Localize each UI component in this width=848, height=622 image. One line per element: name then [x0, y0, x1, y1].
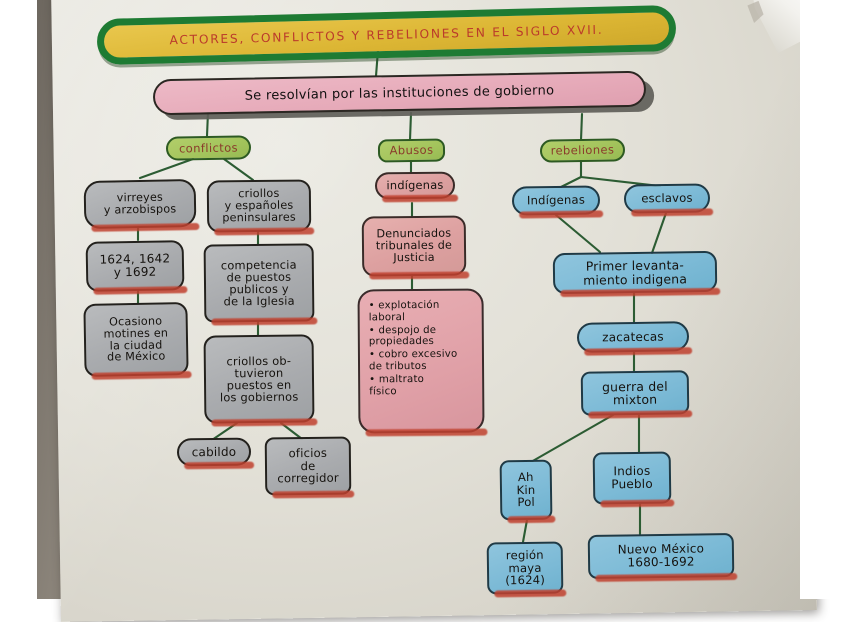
page-title: ACTORES, CONFLICTOS Y REBELIONES EN EL S… — [169, 22, 604, 48]
bullet-item: • cobro excesivo de tributos — [368, 349, 458, 373]
node-oficios-corregidor: oficios de corregidor — [264, 436, 352, 496]
node-denunciados: Denunciados tribunales de Justicia — [361, 215, 467, 277]
node-abusos-lista: • explotación laboral • despojo de propi… — [357, 288, 485, 434]
node-region-maya: región maya (1624) — [486, 541, 564, 595]
subtitle-bar: Se resolvían por las instituciones de go… — [152, 70, 655, 121]
node-zacatecas: zacatecas — [576, 321, 690, 353]
subtitle-text: Se resolvían por las instituciones de go… — [244, 82, 555, 104]
node-indigenas-abusos: indígenas — [374, 171, 456, 200]
node-nuevo-mexico: Nuevo México 1680-1692 — [587, 532, 735, 580]
category-rebeliones: rebeliones — [539, 138, 626, 163]
node-cabildo: cabildo — [176, 437, 252, 467]
node-criollos-espanoles: criollos y españoles peninsulares — [206, 179, 312, 233]
abusos-bullet-list: • explotación laboral • despojo de propi… — [360, 291, 483, 432]
node-guerra-mixton: guerra del mixton — [580, 370, 690, 416]
node-ah-kin-pol: Ah Kin Pol — [499, 459, 553, 521]
concept-map-canvas: ACTORES, CONFLICTOS Y REBELIONES EN EL S… — [0, 0, 848, 599]
photograph-of-concept-map: ACTORES, CONFLICTOS Y REBELIONES EN EL S… — [0, 0, 848, 599]
category-abusos: Abusos — [377, 138, 446, 163]
bullet-item: • maltrato físico — [369, 373, 425, 398]
node-esclavos: esclavos — [623, 183, 711, 214]
node-fechas: 1624, 1642 y 1692 — [85, 240, 185, 292]
right-margin — [800, 0, 848, 599]
category-conflictos: conflictos — [165, 135, 252, 161]
bullet-item: • despojo de propiedades — [368, 324, 437, 348]
node-indios-pueblo: Indios Pueblo — [592, 451, 672, 505]
node-competencia: competencia de puestos publicos y de la … — [203, 243, 315, 323]
node-virreyes: virreyes y arzobispos — [83, 179, 197, 229]
node-motines: Ocasiono motines en la ciudad de México — [83, 302, 189, 377]
bullet-item: • explotación laboral — [368, 299, 440, 324]
node-primer-levantamiento: Primer levanta- miento indigena — [552, 250, 718, 295]
node-criollos-obtuvieron: criollos ob- tuvieron puestos en los gob… — [203, 334, 315, 424]
node-indigenas-rebeliones: Indígenas — [511, 185, 601, 216]
